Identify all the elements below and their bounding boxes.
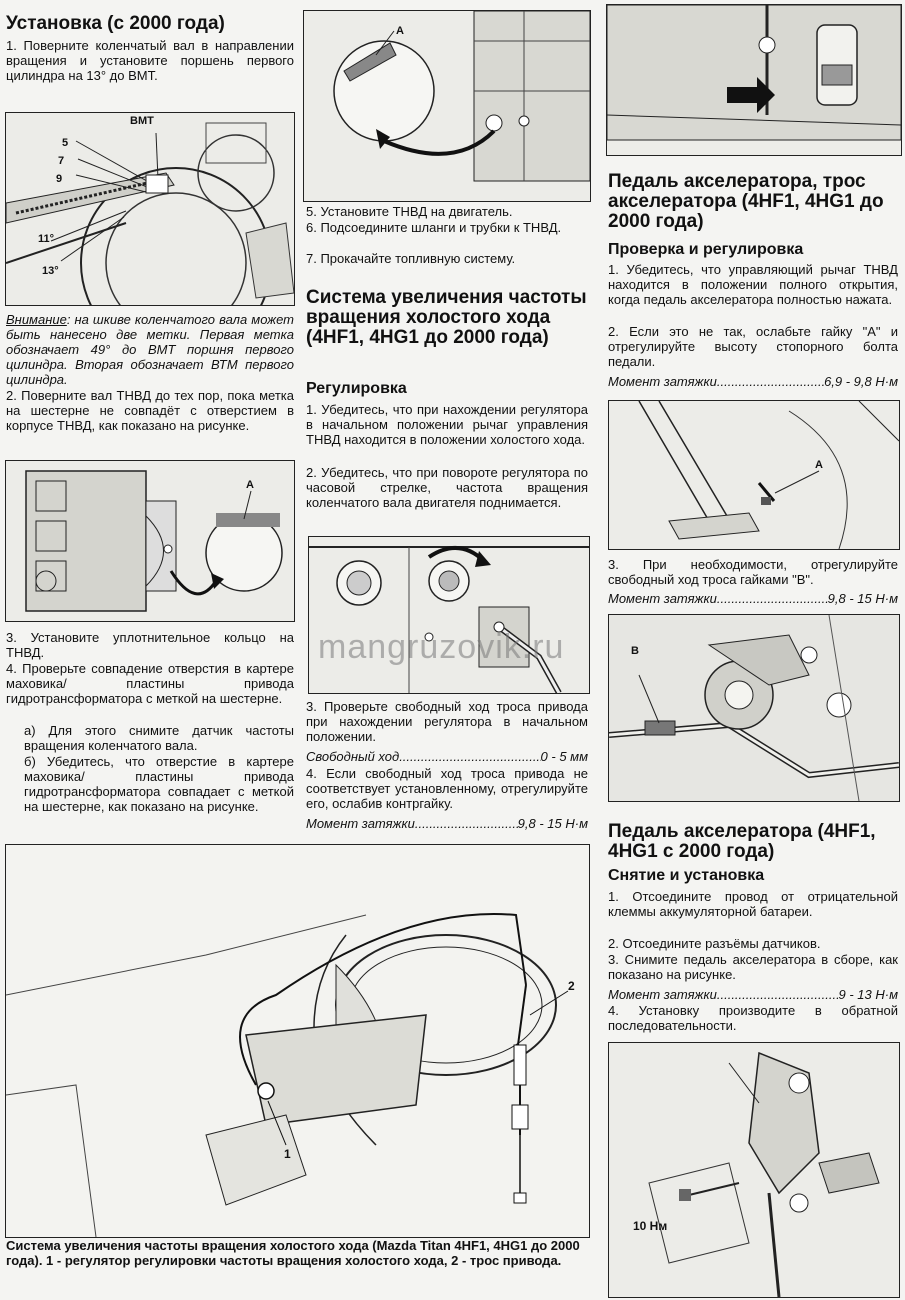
mark-7-label: 7 bbox=[58, 155, 65, 167]
pedal-torque-spec-2: Момент затяжки..........................… bbox=[608, 591, 898, 606]
attention-label: Внимание bbox=[6, 312, 67, 327]
idle-regulator-figure bbox=[308, 536, 590, 694]
removal-torque-label: Момент затяжки bbox=[608, 987, 717, 1002]
pedal-step-2: 2. Если это не так, ослабьте гайку "А" и… bbox=[608, 324, 898, 369]
free-play-spec: Свободный ход...........................… bbox=[306, 749, 588, 764]
install-heading: Установка (с 2000 года) bbox=[6, 13, 225, 34]
idle-step-2: 2. Убедитесь, что при повороте регулятор… bbox=[306, 465, 588, 510]
pedal-torque-spec-1: Момент затяжки..........................… bbox=[608, 374, 898, 389]
idle-system-big-figure: 1 2 bbox=[5, 844, 590, 1238]
mark-11-label: 11° bbox=[38, 233, 55, 245]
label-2-cable: 2 bbox=[568, 979, 575, 993]
removal-torque-spec: Момент затяжки..........................… bbox=[608, 987, 898, 1002]
idle-step-4: 4. Если свободный ход троса привода не с… bbox=[306, 766, 588, 811]
free-play-value: 0 - 5 мм bbox=[540, 749, 588, 764]
pedal-torque-label-1: Момент затяжки bbox=[608, 374, 717, 389]
label-1-regulator: 1 bbox=[284, 1147, 291, 1161]
idle-torque-value: 9,8 - 15 Н·м bbox=[517, 816, 588, 831]
removal-step-4: 4. Установку производите в обратной посл… bbox=[608, 1003, 898, 1033]
flywheel-housing-figure: A bbox=[303, 10, 591, 202]
install-step-4: 4. Проверьте совпадение отверстия в карт… bbox=[6, 661, 294, 706]
install-step-4a: а) Для этого снимите датчик частоты вращ… bbox=[24, 723, 294, 753]
removal-step-2: 2. Отсоедините разъёмы датчиков. bbox=[608, 936, 821, 951]
install-step-6: 6. Подсоедините шланги и трубки к ТНВД. bbox=[306, 220, 562, 235]
check-adjust-subheading: Проверка и регулировка bbox=[608, 241, 804, 258]
idle-torque-label: Момент затяжки bbox=[306, 816, 415, 831]
idle-step-1: 1. Убедитесь, что при нахождении регулят… bbox=[306, 402, 588, 447]
torque-10nm-label: 10 Нм bbox=[633, 1219, 668, 1233]
label-a-flywheel: A bbox=[396, 25, 404, 37]
attention-note: Внимание: на шкиве коленчатого вала може… bbox=[6, 312, 294, 387]
label-a-pump: A bbox=[246, 479, 254, 491]
crankshaft-pulley-figure: ВМТ 5 7 9 11° 13° bbox=[5, 112, 295, 306]
fuel-pump-gear-figure: A bbox=[5, 460, 295, 622]
free-play-label: Свободный ход bbox=[306, 749, 400, 764]
removal-subheading: Снятие и установка bbox=[608, 867, 765, 884]
removal-step-1: 1. Отсоедините провод от отрицательной к… bbox=[608, 889, 898, 919]
pedal-torque-value-2: 9,8 - 15 Н·м bbox=[827, 591, 898, 606]
mark-13-label: 13° bbox=[42, 265, 59, 277]
pedal-2000-heading: Педаль акселератора (4HF1, 4HG1 с 2000 г… bbox=[608, 821, 876, 862]
watermark: mangruzovik.ru bbox=[318, 628, 565, 666]
removal-step-3: 3. Снимите педаль акселератора в сборе, … bbox=[608, 952, 898, 982]
idle-adjust-subheading: Регулировка bbox=[306, 380, 407, 397]
install-step-7: 7. Прокачайте топливную систему. bbox=[306, 251, 516, 266]
install-step-1: 1. Поверните коленчатый вал в направлени… bbox=[6, 38, 294, 83]
removal-torque-value: 9 - 13 Н·м bbox=[838, 987, 898, 1002]
pedal-cable-heading: Педаль акселератора, трос акселератора (… bbox=[608, 171, 884, 232]
pedal-assembly-figure: 10 Нм bbox=[608, 1042, 900, 1298]
pedal-step-1: 1. Убедитесь, что управляющий рычаг ТНВД… bbox=[608, 262, 898, 307]
pedal-stop-bolt-figure: A bbox=[608, 400, 900, 550]
install-step-3: 3. Установите уплотнительное кольцо на Т… bbox=[6, 630, 294, 660]
idle-torque-spec: Момент затяжки..........................… bbox=[306, 816, 588, 831]
idle-system-heading: Система увеличения частоты вращения холо… bbox=[306, 287, 587, 348]
install-step-2: 2. Поверните вал ТНВД до тех пор, пока м… bbox=[6, 388, 294, 433]
label-b-nuts: B bbox=[631, 645, 639, 657]
idle-step-3: 3. Проверьте свободный ход троса привода… bbox=[306, 699, 588, 744]
install-step-5: 5. Установите ТНВД на двигатель. bbox=[306, 204, 513, 219]
pump-lever-figure bbox=[606, 4, 902, 156]
cable-nuts-figure: B bbox=[608, 614, 900, 802]
install-step-4b: б) Убедитесь, что отверстие в картере ма… bbox=[24, 754, 294, 814]
mark-5-label: 5 bbox=[62, 137, 69, 149]
big-figure-caption: Система увеличения частоты вращения холо… bbox=[6, 1238, 580, 1268]
pedal-torque-value-1: 6,9 - 9,8 Н·м bbox=[824, 374, 898, 389]
pedal-torque-label-2: Момент затяжки bbox=[608, 591, 717, 606]
label-a-pedal: A bbox=[815, 459, 823, 471]
pedal-step-3: 3. При необходимости, отрегулируйте своб… bbox=[608, 557, 898, 587]
attention-text: : на шкиве коленчатого вала может быть н… bbox=[6, 312, 294, 387]
bmt-label: ВМТ bbox=[130, 115, 154, 127]
mark-9-label: 9 bbox=[56, 173, 63, 185]
